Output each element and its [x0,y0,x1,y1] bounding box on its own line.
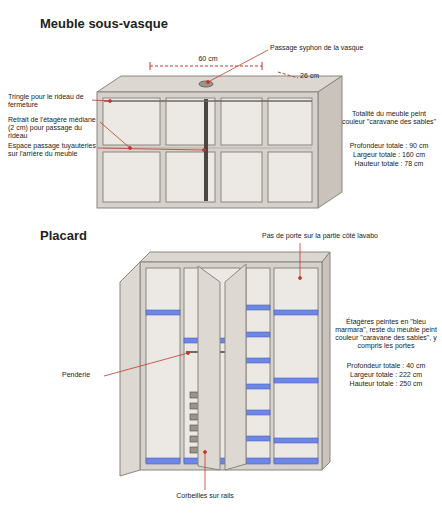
dimension-label: 60 cm [188,55,228,63]
note-label: Étagères peintes en "bleu marmara", rest… [334,318,438,350]
vanity-cabinet [97,76,342,208]
leader-lines [92,50,268,152]
doors [120,262,246,476]
callout-label: Espace passage tuyauteries sur l'arrière… [8,142,98,158]
leader-lines [104,243,302,490]
dimension-lines [150,62,298,78]
dimension-label: Largeur totale : 222 cm [334,371,438,379]
note-label: Totalité du meuble peint couleur "carava… [340,110,438,126]
callout-label: Tringle pour le rideau de fermeture [8,93,92,109]
callout-label: Passage syphon de la vasque [270,44,420,52]
dimension-label: Largeur totale : 160 cm [340,151,438,159]
callout-label: Retrait de l'étagère médiane (2 cm) pour… [8,116,100,140]
callout-label: Corbeilles sur rails [162,492,248,500]
dimension-label: Profondeur totale : 40 cm [334,362,438,370]
dimension-label: 26 cm [300,72,340,80]
dimension-label: Profondeur totale : 90 cm [340,142,438,150]
callout-label: Pas de porte sur la partie côté lavabo [262,232,438,240]
dimension-label: Hauteur totale : 250 cm [334,380,438,388]
dimension-label: Hauteur totale : 78 cm [340,160,438,168]
wardrobe [140,252,330,470]
section-title: Placard [40,229,190,244]
callout-label: Penderie [62,371,104,379]
section-title: Meuble sous-vasque [40,17,240,32]
